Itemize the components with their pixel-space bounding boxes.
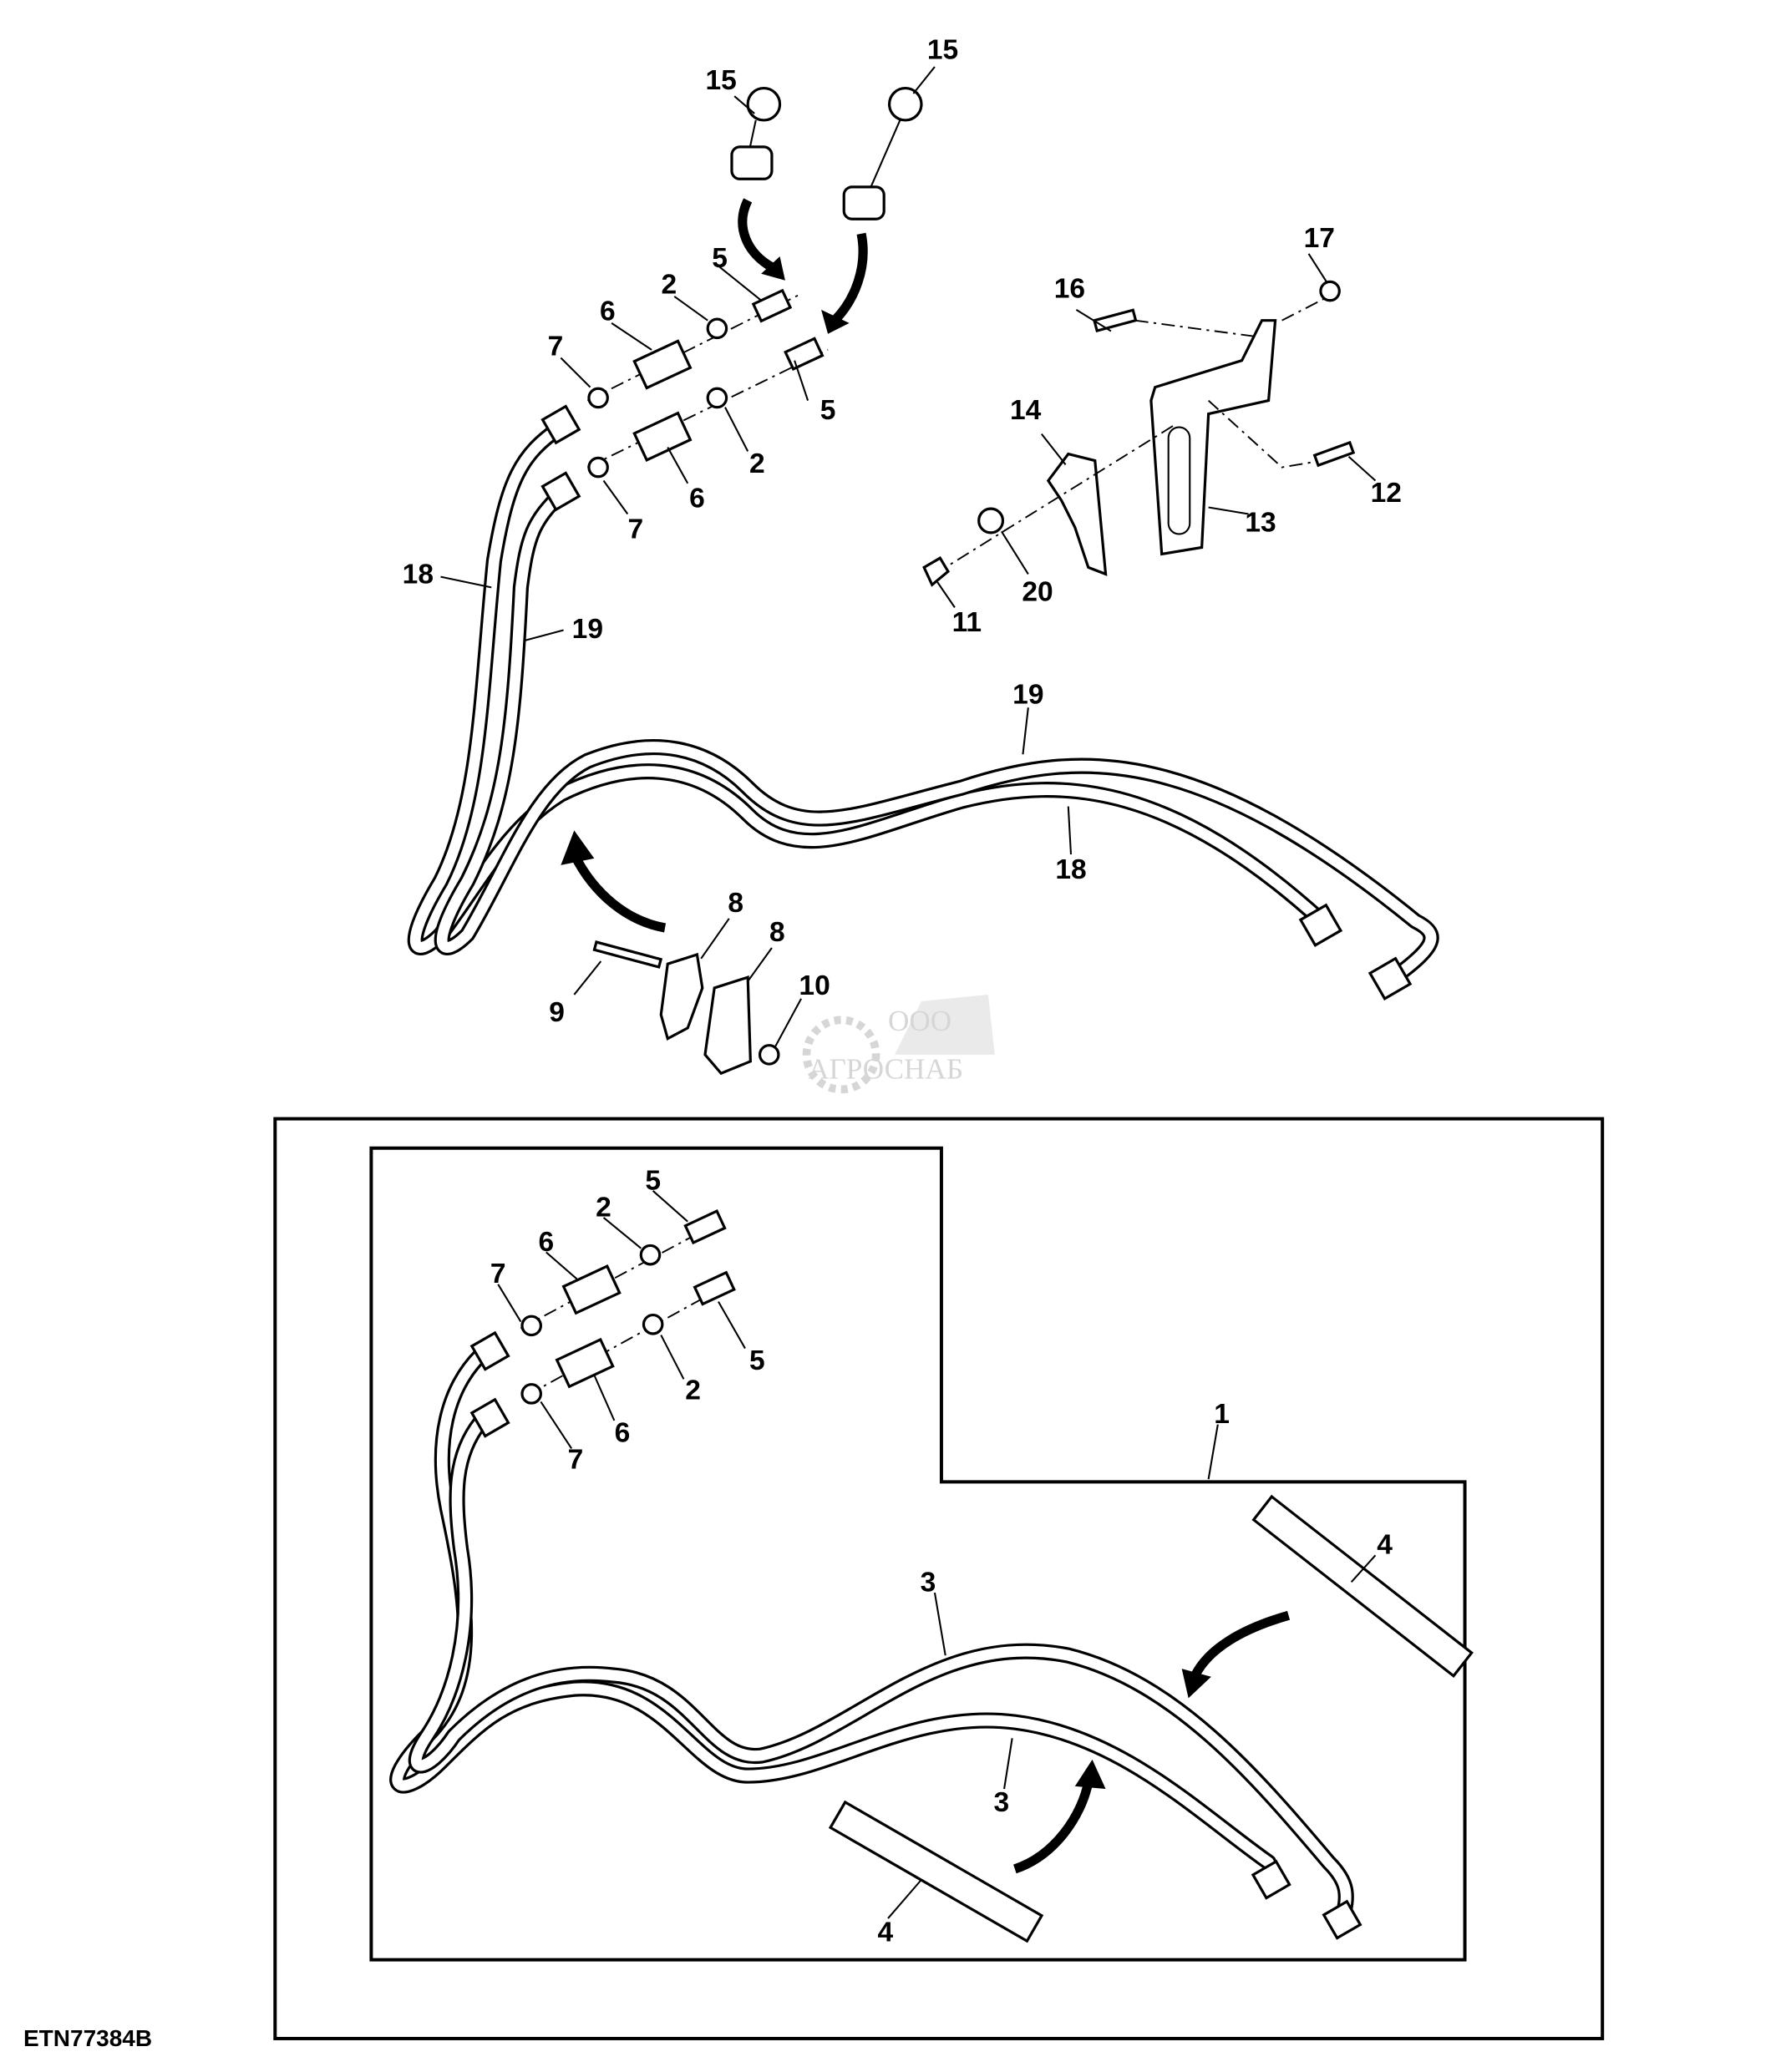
callout-5: 5 [749,1345,765,1376]
callout-20: 20 [1022,576,1053,607]
hose-fitting [1368,956,1413,1001]
clamp-assembly [561,830,803,1076]
watermark-logo: ООО АГРОСНАБ [802,994,995,1094]
callout-19: 19 [572,614,603,645]
plate-14 [1046,452,1108,576]
o-ring-2 [706,317,728,340]
callout-1: 1 [1214,1399,1230,1430]
kit-springs [828,1494,1474,1943]
kit-inner-frame [369,1146,1467,1962]
callout-2: 2 [685,1375,701,1406]
o-ring-7 [587,456,609,479]
callout-18: 18 [403,560,434,590]
callout-7: 7 [548,331,564,362]
callout-2: 2 [662,270,677,301]
hose-fitting [540,471,581,512]
callout-4: 4 [1377,1530,1393,1561]
coupler-6 [632,339,693,390]
callout-7: 7 [628,514,644,545]
callout-8: 8 [728,888,743,919]
hose-18-19 [407,404,1439,1001]
watermark-name: АГРОСНАБ [808,1053,963,1086]
callouts-top: 15 15 5 2 6 7 5 2 6 7 18 19 16 17 14 13 … [403,34,1402,1028]
callout-6: 6 [615,1417,631,1448]
o-ring-7 [587,387,609,409]
callout-6: 6 [689,483,705,514]
o-ring-2 [706,387,728,409]
kit-outer-frame [273,1117,1605,2040]
bracket-13 [1149,319,1277,556]
callout-2: 2 [596,1192,611,1223]
callout-8: 8 [769,917,785,948]
callout-15: 15 [927,34,958,65]
callout-3: 3 [994,1787,1010,1818]
callout-10: 10 [799,970,830,1001]
callouts-kit: 5 2 6 7 5 2 6 7 1 4 3 3 4 [490,1165,1393,1948]
bolt-9 [592,940,663,969]
clamp-8 [659,952,704,1041]
callout-14: 14 [1010,395,1042,426]
couplers [586,288,829,479]
clamp-8 [703,975,752,1076]
callout-4: 4 [877,1917,893,1948]
callout-13: 13 [1245,507,1276,538]
hose-fitting [1298,903,1343,948]
nut-10 [758,1044,780,1066]
callout-9: 9 [549,997,565,1028]
adapter-5 [751,288,793,323]
bracket-assembly [922,253,1377,608]
hose-fitting [540,404,581,445]
callout-6: 6 [538,1227,554,1258]
figure-id: ETN77384B [23,2025,153,2051]
callout-3: 3 [921,1567,936,1598]
watermark-prefix: ООО [888,1005,951,1037]
callout-2: 2 [749,448,765,479]
callout-5: 5 [712,243,728,274]
dust-caps [730,86,923,334]
leader-lines-top [440,66,1073,855]
coupler-6 [632,411,693,462]
callout-6: 6 [600,296,616,327]
callout-15: 15 [706,65,737,96]
callout-12: 12 [1371,478,1402,509]
callout-16: 16 [1054,274,1085,305]
leader-lines-kit [497,1190,1377,1919]
kit-hoses [389,1330,1362,1940]
callout-5: 5 [645,1165,661,1196]
callout-19: 19 [1012,679,1043,710]
callout-17: 17 [1304,223,1335,254]
callout-5: 5 [820,395,836,426]
adapter-5 [784,337,825,372]
callout-7: 7 [490,1259,506,1289]
callout-11: 11 [952,607,982,638]
callout-7: 7 [568,1444,584,1475]
callout-18: 18 [1055,854,1086,885]
kit-couplers [520,1209,736,1405]
